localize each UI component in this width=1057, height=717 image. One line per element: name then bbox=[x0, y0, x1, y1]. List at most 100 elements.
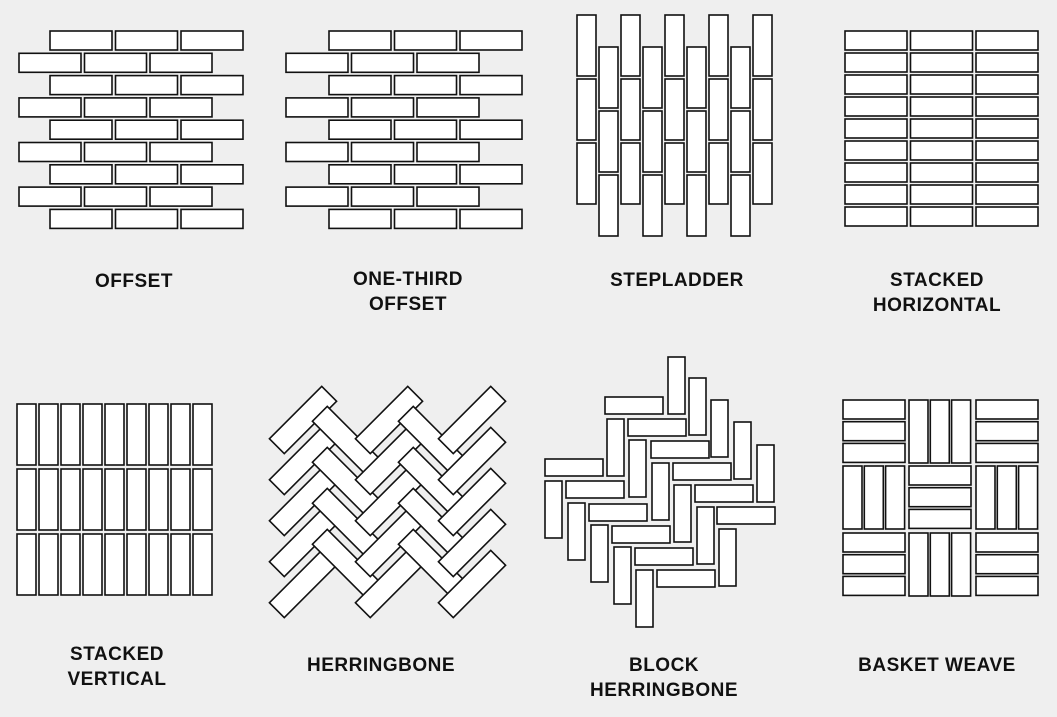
tile bbox=[416, 52, 480, 74]
tile bbox=[437, 549, 507, 619]
tile bbox=[588, 503, 648, 522]
tile bbox=[756, 444, 775, 503]
stepladder-pattern bbox=[576, 14, 773, 237]
tile bbox=[664, 78, 685, 141]
tile bbox=[544, 480, 563, 539]
tile bbox=[975, 399, 1039, 420]
tile bbox=[604, 396, 664, 415]
basket-weave-pattern bbox=[842, 399, 1039, 597]
tile bbox=[975, 52, 1039, 73]
tile bbox=[114, 119, 179, 140]
tile bbox=[975, 553, 1039, 575]
tile bbox=[83, 186, 148, 207]
tile bbox=[975, 465, 996, 530]
tile bbox=[459, 30, 523, 51]
tile bbox=[929, 399, 951, 464]
tile bbox=[708, 14, 729, 77]
tile bbox=[180, 119, 244, 140]
tile bbox=[285, 52, 349, 74]
tile bbox=[909, 140, 974, 161]
tile bbox=[606, 418, 625, 477]
tile bbox=[975, 206, 1039, 227]
tile bbox=[16, 468, 37, 531]
tile bbox=[170, 403, 191, 466]
tile bbox=[650, 440, 710, 459]
tile bbox=[909, 74, 974, 95]
tile bbox=[842, 532, 906, 553]
tile bbox=[996, 465, 1018, 530]
tile bbox=[437, 508, 507, 578]
tile bbox=[576, 78, 597, 141]
tile bbox=[170, 533, 191, 596]
tile bbox=[393, 208, 458, 230]
tile bbox=[844, 184, 908, 205]
tile bbox=[83, 97, 148, 118]
basket-weave-label: BASKET WEAVE bbox=[858, 655, 1016, 676]
tile bbox=[354, 385, 424, 455]
tile bbox=[83, 141, 148, 163]
tile bbox=[350, 186, 415, 207]
tile bbox=[844, 96, 908, 117]
tile bbox=[686, 46, 707, 109]
tile bbox=[635, 569, 654, 628]
tile bbox=[149, 186, 213, 207]
tile bbox=[60, 468, 81, 531]
stacked-vertical-label: STACKED VERTICAL bbox=[67, 644, 167, 690]
tile bbox=[627, 418, 687, 437]
tile bbox=[416, 97, 480, 118]
block-herringbone-label: BLOCK HERRINGBONE bbox=[589, 655, 738, 701]
tile bbox=[613, 546, 632, 605]
tile bbox=[180, 30, 244, 51]
tile bbox=[710, 399, 729, 458]
tile bbox=[909, 184, 974, 205]
tile bbox=[104, 403, 125, 466]
tile bbox=[718, 528, 737, 587]
tile bbox=[708, 142, 729, 205]
tile bbox=[686, 110, 707, 173]
tile bbox=[104, 468, 125, 531]
tile bbox=[148, 533, 169, 596]
offset-label: OFFSET bbox=[95, 271, 173, 292]
tile bbox=[18, 97, 82, 118]
tile bbox=[350, 52, 415, 74]
tile bbox=[285, 141, 349, 163]
tile bbox=[611, 525, 671, 544]
tile bbox=[844, 206, 908, 227]
tile bbox=[842, 442, 906, 464]
tile bbox=[192, 468, 213, 531]
tile bbox=[730, 174, 751, 237]
tile bbox=[908, 465, 972, 486]
tile bbox=[576, 142, 597, 205]
tile bbox=[16, 533, 37, 596]
tile bbox=[60, 533, 81, 596]
tile bbox=[908, 399, 929, 464]
tile bbox=[656, 569, 716, 588]
tile bbox=[350, 141, 415, 163]
tile bbox=[752, 14, 773, 77]
tile bbox=[459, 208, 523, 230]
tile bbox=[908, 532, 929, 597]
tile bbox=[416, 186, 480, 207]
tile bbox=[567, 502, 586, 561]
tile bbox=[328, 208, 392, 230]
tile bbox=[909, 206, 974, 227]
tile bbox=[975, 140, 1039, 161]
tile bbox=[620, 14, 641, 77]
tile bbox=[393, 119, 458, 140]
tile bbox=[82, 468, 103, 531]
stacked-vertical-pattern bbox=[16, 403, 213, 596]
one-third-offset-label: ONE-THIRD OFFSET bbox=[352, 269, 464, 315]
tile bbox=[842, 465, 863, 530]
one-third-offset-pattern bbox=[285, 30, 523, 230]
tile bbox=[598, 46, 619, 109]
tile bbox=[844, 74, 908, 95]
tile bbox=[950, 532, 972, 597]
tile bbox=[672, 462, 732, 481]
tile bbox=[688, 377, 707, 436]
tile bbox=[752, 78, 773, 141]
tile bbox=[716, 506, 776, 525]
tile bbox=[642, 110, 663, 173]
tile bbox=[459, 119, 523, 140]
tile bbox=[16, 403, 37, 466]
tile bbox=[565, 480, 625, 499]
